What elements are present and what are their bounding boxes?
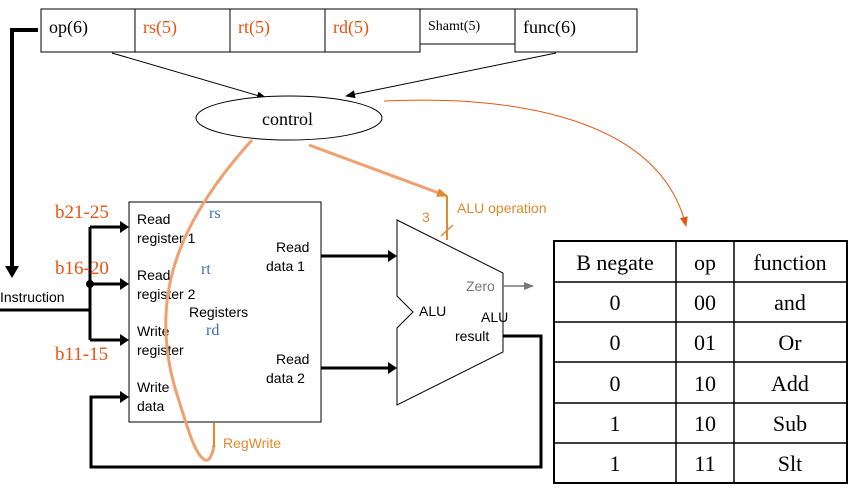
- read-register-2-label-line2: register 2: [137, 286, 196, 302]
- field-rs-box: [134, 8, 231, 53]
- read-register-1-label-line2: register 1: [137, 230, 196, 246]
- table-cell: 0: [610, 330, 621, 355]
- instruction-label: Instruction: [0, 289, 65, 305]
- alu-zero-label: Zero: [466, 278, 495, 294]
- field-rs-label: rs(5): [143, 17, 177, 38]
- field-func-box: [514, 8, 638, 53]
- table-cell: 00: [694, 290, 716, 315]
- table-cell: 11: [694, 451, 715, 476]
- field-shamt-box: [419, 8, 516, 45]
- alu-result-label-line2: result: [455, 328, 489, 344]
- read-reg2-arrowhead: [120, 278, 129, 290]
- op-to-control-arrow: [111, 52, 267, 100]
- read-data-1-label-line1: Read: [276, 239, 309, 255]
- read-register-2-label-line1: Read: [137, 267, 170, 283]
- read-data-1-label-line2: data 1: [266, 258, 305, 274]
- field-shamt-label: Shamt(5): [428, 19, 480, 34]
- table-cell: 10: [694, 411, 716, 436]
- alu-result-label-line1: ALU: [481, 309, 508, 325]
- write-register-label-line1: Write: [137, 323, 170, 339]
- field-func-label: func(6): [523, 17, 576, 38]
- read-register-1-label-line1: Read: [137, 211, 170, 227]
- table-cell: 1: [610, 451, 621, 476]
- rd-register-tag: rd: [206, 322, 219, 339]
- read-data-1-arrowhead: [388, 250, 397, 262]
- table-header-op: op: [694, 250, 716, 275]
- control-label: control: [262, 109, 313, 129]
- alu-label: ALU: [419, 303, 446, 319]
- field-op-label: op(6): [49, 17, 88, 38]
- field-rd-label: rd(5): [333, 17, 369, 38]
- table-header-b-negate: B negate: [576, 250, 654, 275]
- regwrite-label: RegWrite: [223, 435, 281, 451]
- read-reg1-arrowhead: [120, 221, 129, 233]
- table-cell: 10: [694, 371, 716, 396]
- field-rt-box: [229, 8, 326, 53]
- alu-control-table: B negate op function 0 00 and 0 01 Or 0 …: [553, 240, 848, 484]
- write-data-label-line1: Write: [137, 379, 170, 395]
- read-data-2-label-line1: Read: [276, 351, 309, 367]
- write-register-label-line2: register: [137, 342, 184, 358]
- instruction-format: [40, 8, 638, 53]
- rt-register-tag: rt: [201, 261, 211, 278]
- wire-junction: [86, 280, 94, 288]
- table-cell: 0: [610, 371, 621, 396]
- control-to-table-arrow: [383, 99, 688, 227]
- instruction-bus: [10, 28, 38, 275]
- alu-operation-width: 3: [422, 209, 430, 225]
- table-cell: and: [774, 290, 806, 315]
- alu-result-writeback-wire: [89, 334, 543, 469]
- registers-title: Registers: [189, 304, 248, 320]
- bits-16-20-label: b16-20: [55, 258, 109, 279]
- read-data-2-label-line2: data 2: [266, 370, 305, 386]
- table-header-function: function: [753, 250, 826, 275]
- field-rt-label: rt(5): [238, 17, 270, 38]
- bits-11-15-label: b11-15: [55, 344, 108, 365]
- register-file: [128, 201, 322, 423]
- alu-operation-label: ALU operation: [457, 200, 547, 216]
- control-to-regwrite: [164, 138, 254, 462]
- field-op-box: [40, 8, 136, 53]
- read-data-2-arrowhead: [388, 362, 397, 374]
- write-reg-arrowhead: [120, 334, 129, 346]
- bits-21-25-label: b21-25: [55, 202, 109, 223]
- table-cell: Slt: [778, 451, 802, 476]
- table-cell: 0: [610, 290, 621, 315]
- table-cell: Add: [771, 371, 809, 396]
- register-input-wires: [88, 225, 122, 342]
- alu-operation-bus-slash: [440, 224, 454, 237]
- control-unit: [195, 95, 383, 141]
- table-cell: Or: [778, 330, 802, 355]
- table-cell: Sub: [773, 411, 807, 436]
- table-cell: 1: [610, 411, 621, 436]
- table-cell: 01: [694, 330, 716, 355]
- write-data-arrowhead: [120, 391, 129, 403]
- control-to-alu-operation: [308, 143, 448, 198]
- write-data-label-line2: data: [137, 398, 164, 414]
- func-to-control-arrow: [345, 52, 557, 99]
- rs-register-tag: rs: [209, 205, 221, 222]
- instruction-bus-arrowhead: [5, 266, 19, 278]
